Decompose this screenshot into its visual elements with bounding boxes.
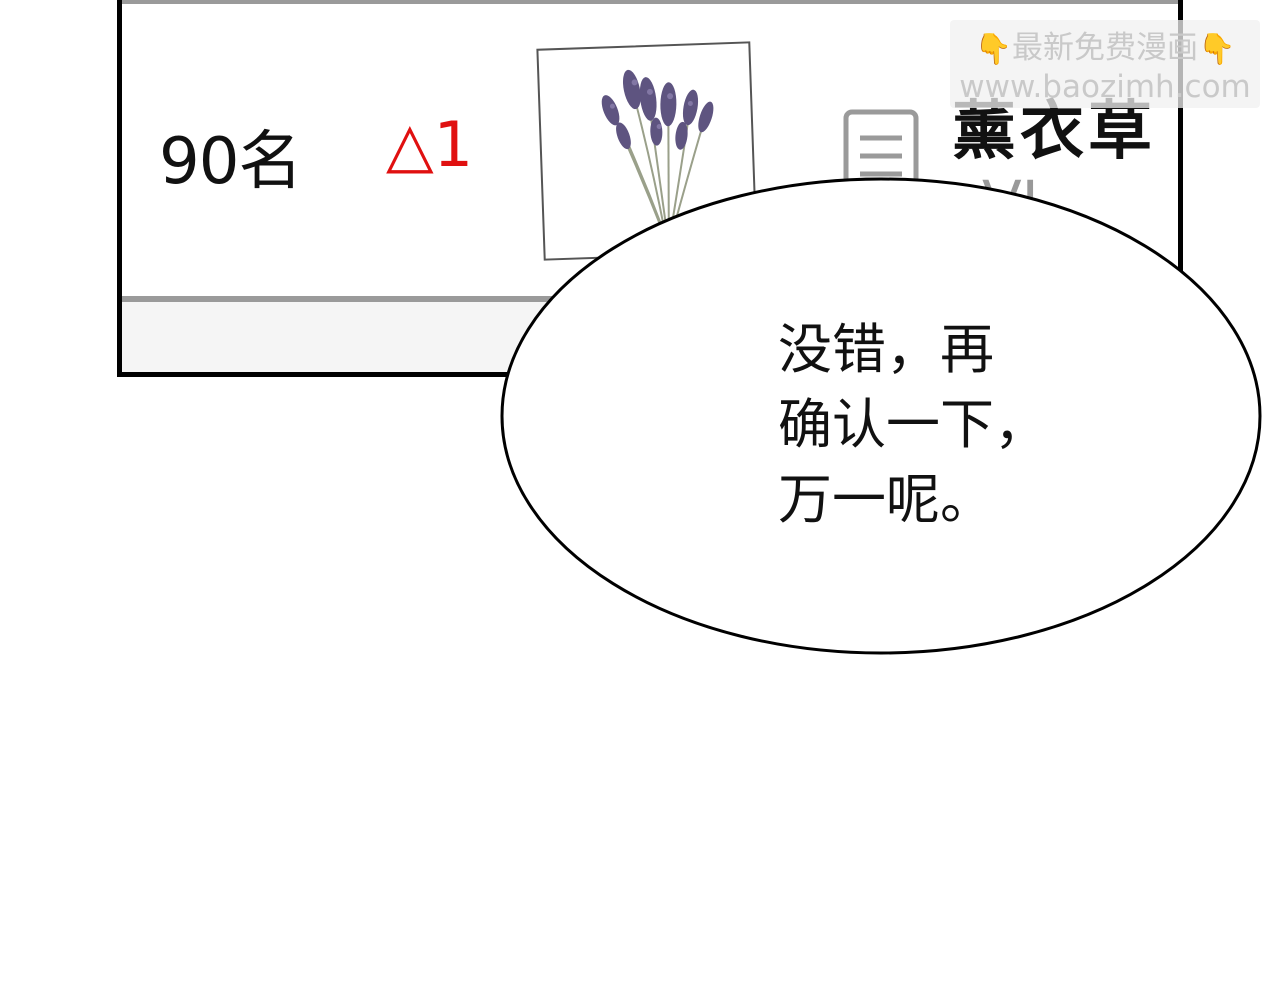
top-divider (122, 0, 1178, 4)
rank-change-indicator: △1 (386, 108, 474, 181)
pointing-down-hand-icon: 👇 (974, 31, 1012, 67)
watermark-url: www.baozimh.com (959, 68, 1251, 105)
speech-line-1: 没错，再 (778, 318, 994, 381)
lavender-bouquet-icon[interactable] (536, 41, 758, 261)
pointing-down-hand-icon: 👇 (1198, 31, 1236, 67)
rank-label: 90名 (159, 125, 302, 199)
speech-bubble (500, 177, 1262, 655)
watermark-title-line: 👇最新免费漫画👇 (950, 30, 1260, 68)
watermark-title: 最新免费漫画 (1012, 30, 1198, 66)
speech-line-3: 万一呢。 (778, 468, 994, 531)
speech-bubble-text: 没错，再 确认一下， 万一呢。 (778, 312, 1048, 537)
speech-line-2: 确认一下， (778, 393, 1048, 456)
watermark: 👇最新免费漫画👇 www.baozimh.com (950, 20, 1260, 108)
